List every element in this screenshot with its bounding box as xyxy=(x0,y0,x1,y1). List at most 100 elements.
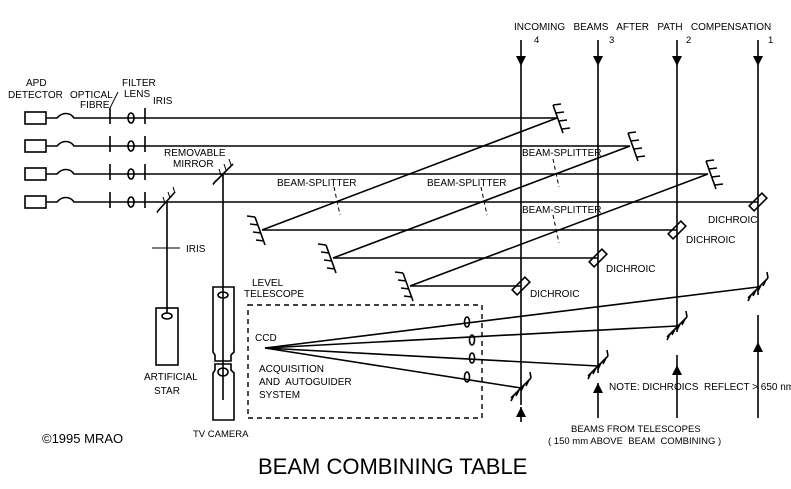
acquisition-system: CCD ACQUISITION AND AUTOGUIDER SYSTEM xyxy=(247,286,759,419)
level-telescope-label-2: TELESCOPE xyxy=(244,289,304,300)
dichroic-icon xyxy=(511,276,531,296)
tv-camera-body xyxy=(212,363,235,421)
star-lens-icon xyxy=(161,312,173,320)
apd-label-1: APD xyxy=(26,78,47,89)
arrow-down-icon xyxy=(516,56,526,66)
apd-label-2: DETECTOR xyxy=(8,90,63,101)
apd-detector-3 xyxy=(24,167,47,181)
acq-label-2: AND AUTOGUIDER xyxy=(259,377,352,388)
beam-row-2 xyxy=(46,140,630,147)
ccd-lens-icon xyxy=(463,371,471,383)
beam-splitter-icon xyxy=(333,186,341,216)
dichroic-label-4: DICHROIC xyxy=(530,289,579,300)
beam-row-3 xyxy=(46,168,708,175)
star-mirror-hatch xyxy=(156,186,176,214)
arrow-down-icon xyxy=(593,56,603,66)
ccd-lens-icon xyxy=(468,334,476,346)
filter-lens-iris xyxy=(109,91,146,214)
removable-mirror-label-2: MIRROR xyxy=(173,159,214,170)
beam-number-3: 3 xyxy=(609,35,614,46)
lens-icon xyxy=(127,196,135,208)
pickoff-mirror-icon xyxy=(510,371,532,402)
acq-label-3: SYSTEM xyxy=(259,390,300,401)
incoming-beams-label: INCOMING BEAMS AFTER PATH COMPENSATION xyxy=(514,22,771,33)
arrow-up-icon xyxy=(672,365,682,375)
ccd-beam-1 xyxy=(264,286,759,349)
beam-splitter-label-3: BEAM-SPLITTER xyxy=(522,148,601,159)
beams-from-telescopes-label-2: ( 150 mm ABOVE BEAM COMBINING ) xyxy=(548,436,721,447)
arrow-up-icon xyxy=(753,342,763,352)
pickoff-mirror-icon xyxy=(666,310,688,341)
optical-fibre-label-2: FIBRE xyxy=(80,100,110,111)
beam-splitter-label-2: BEAM-SPLITTER xyxy=(427,178,506,189)
fold-mirror-icon xyxy=(246,215,266,246)
filter-pointer xyxy=(109,91,119,109)
pickoff-mirrors xyxy=(510,271,769,402)
detector-rows xyxy=(24,111,758,209)
acq-label-1: ACQUISITION xyxy=(259,364,324,375)
arrow-down-icon xyxy=(672,56,682,66)
beam-row-4 xyxy=(46,196,758,203)
pickoff-mirror-icon xyxy=(747,271,769,302)
diagram-title: BEAM COMBINING TABLE xyxy=(258,454,527,479)
diagonal-2 xyxy=(332,145,631,259)
artificial-star-label-1: ARTIFICIAL xyxy=(144,372,198,383)
lens-label: LENS xyxy=(124,89,150,100)
beam-number-4: 4 xyxy=(534,35,539,46)
level-telescope: LEVEL TELESCOPE TV CAMERA xyxy=(193,278,304,440)
fold-mirror-icon xyxy=(394,271,414,302)
arrow-up-icon xyxy=(593,383,603,393)
apd-detector-2 xyxy=(24,139,47,153)
note-label: NOTE: DICHROICS REFLECT > 650 nm xyxy=(609,382,791,393)
fold-mirror-icon xyxy=(552,103,571,134)
fold-mirror-icon xyxy=(317,243,337,274)
level-telescope-body xyxy=(212,286,235,362)
diagonal-3 xyxy=(409,173,709,287)
beams-from-telescopes-label-1: BEAMS FROM TELESCOPES xyxy=(571,424,701,435)
camera-lens-icon xyxy=(217,367,229,377)
beam-splitter-label-1: BEAM-SPLITTER xyxy=(277,178,356,189)
dichroic-label-3: DICHROIC xyxy=(606,264,655,275)
ccd-beam-2 xyxy=(264,325,678,349)
apd-detector-1 xyxy=(24,111,47,125)
filter-label: FILTER xyxy=(122,78,156,89)
dichroic-icon xyxy=(588,248,608,268)
dichroic-icon xyxy=(667,220,687,240)
artificial-star-label-2: STAR xyxy=(154,386,180,397)
telescope-beams xyxy=(516,315,763,422)
arrow-up-icon xyxy=(516,407,526,417)
level-telescope-label-1: LEVEL xyxy=(252,278,284,289)
artificial-star-box xyxy=(155,307,179,366)
beam-splitter-label-4: BEAM-SPLITTER xyxy=(522,205,601,216)
beam-row-1 xyxy=(46,112,557,119)
beam-splitter-icon xyxy=(552,214,560,244)
diagonal-1 xyxy=(261,117,558,231)
fold-mirror-icon xyxy=(705,159,724,190)
ccd-lens-icon xyxy=(463,316,471,328)
lens-icon xyxy=(127,140,135,152)
telescope-lens-icon xyxy=(217,291,229,299)
tv-camera-label: TV CAMERA xyxy=(193,429,249,440)
dichroic-label-2: DICHROIC xyxy=(686,235,735,246)
acquisition-box xyxy=(247,304,483,419)
dichroic-icon xyxy=(748,192,768,212)
ccd-lens-icon xyxy=(468,352,476,364)
removable-mirror-label-1: REMOVABLE xyxy=(164,148,226,159)
beam-number-1: 1 xyxy=(768,35,773,46)
apd-detector-4 xyxy=(24,195,47,209)
iris-top-label: IRIS xyxy=(153,96,173,107)
iris-side-label: IRIS xyxy=(186,244,206,255)
lens-icon xyxy=(127,168,135,180)
beam-splitter-icon xyxy=(552,158,560,188)
ccd-beam-4 xyxy=(264,347,522,389)
split-beams: BEAM-SPLITTER BEAM-SPLITTER BEAM-SPLITTE… xyxy=(246,103,768,302)
beam-number-2: 2 xyxy=(686,35,691,46)
ccd-label: CCD xyxy=(255,333,277,344)
lens-icon xyxy=(127,112,135,124)
arrow-down-icon xyxy=(753,56,763,66)
pickoff-mirror-icon xyxy=(587,349,609,380)
copyright: ©1995 MRAO xyxy=(42,431,123,446)
optical-fibre-label-1: OPTICAL xyxy=(70,90,113,101)
ccd-beam-3 xyxy=(264,347,599,367)
